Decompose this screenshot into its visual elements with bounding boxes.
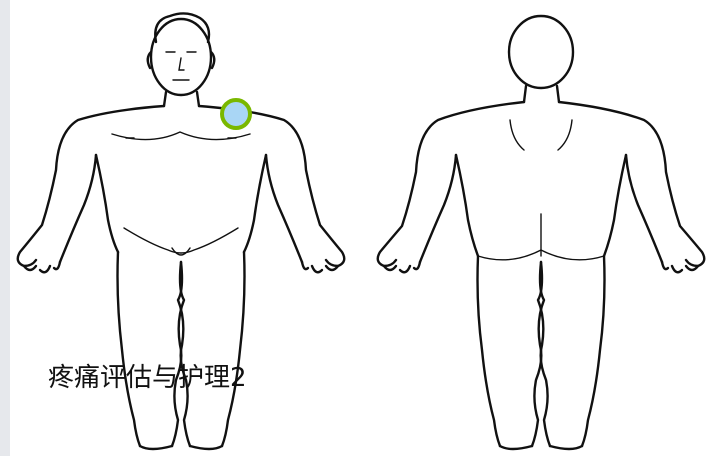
back-body-figure [378,16,705,449]
pain-marker[interactable] [222,100,250,128]
slide-caption: 疼痛评估与护理2 [48,357,247,394]
